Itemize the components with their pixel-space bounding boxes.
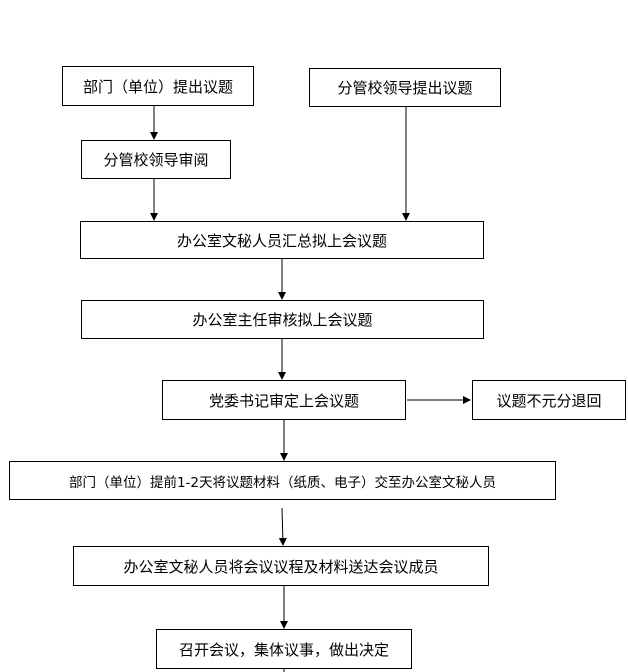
node-hold-meeting: 召开会议，集体议事，做出决定 [156,629,412,669]
node-secretary-summarize-label: 办公室文秘人员汇总拟上会议题 [176,231,387,250]
node-office-director-review: 办公室主任审核拟上会议题 [81,300,484,339]
node-leader-review-label: 分管校领导审阅 [103,151,209,169]
node-return-topic: 议题不元分退回 [472,380,626,420]
arrow-submit-to-send [278,507,287,546]
node-office-director-review-label: 办公室主任审核拟上会议题 [192,311,373,329]
node-secretary-summarize: 办公室文秘人员汇总拟上会议题 [80,221,484,259]
node-party-secretary-review-label: 党委书记审定上会议题 [208,391,359,410]
node-hold-meeting-label: 召开会议，集体议事，做出决定 [178,640,389,659]
node-submit-materials: 部门（单位）提前1-2天将议题材料（纸质、电子）交至办公室文秘人员 [9,461,556,500]
node-submit-materials-label: 部门（单位）提前1-2天将议题材料（纸质、电子）交至办公室文秘人员 [68,474,497,491]
node-leader-propose: 分管校领导提出议题 [309,68,501,107]
node-send-to-members: 办公室文秘人员将会议议程及材料送达会议成员 [73,546,489,586]
node-party-secretary-review: 党委书记审定上会议题 [162,380,406,420]
node-dept-propose: 部门（单位）提出议题 [62,66,254,106]
node-leader-propose-label: 分管校领导提出议题 [337,79,473,97]
node-send-to-members-label: 办公室文秘人员将会议议程及材料送达会议成员 [123,557,439,576]
node-return-topic-label: 议题不元分退回 [496,391,602,410]
node-leader-review: 分管校领导审阅 [81,140,231,179]
node-dept-propose-label: 部门（单位）提出议题 [82,77,233,96]
